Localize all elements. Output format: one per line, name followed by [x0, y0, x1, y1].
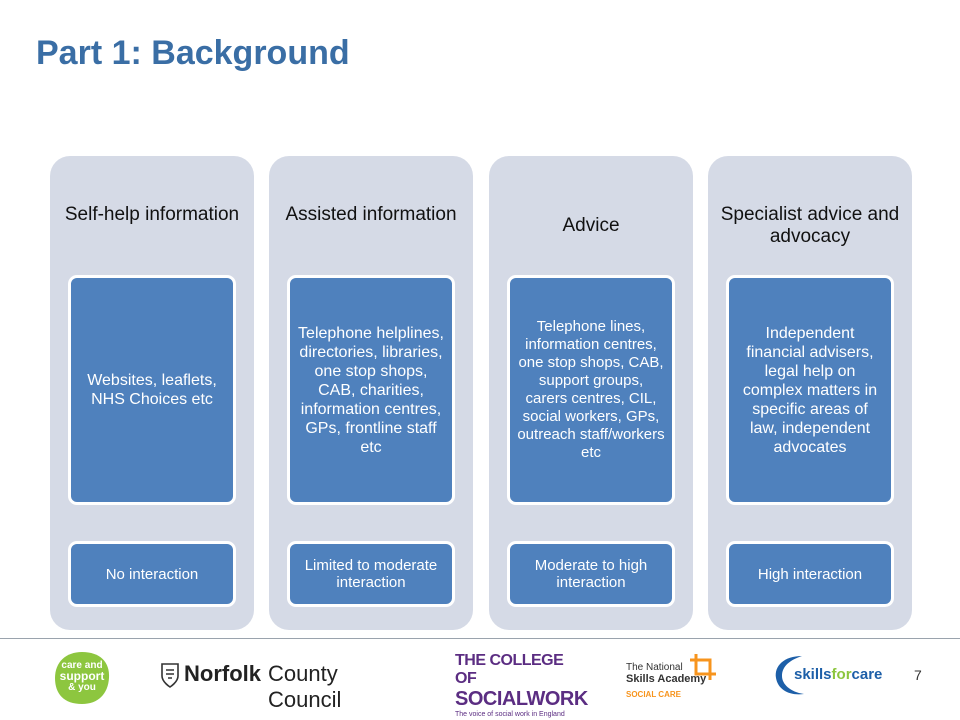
skills-for-care-logo: skillsforcare [772, 652, 882, 702]
skills-text: skills [794, 666, 832, 683]
college-of-social-work-logo: THE COLLEGE OF SOCIALWORK The voice of s… [455, 652, 588, 718]
column-specialist-advice: Specialist advice and advocacy Independe… [708, 156, 912, 630]
page-number: 7 [914, 667, 922, 683]
nsa-line3: SOCIAL CARE [626, 690, 681, 699]
county-council-text: County Council [268, 661, 342, 712]
column-advice: Advice Telephone lines, information cent… [489, 156, 693, 630]
green-blob-icon [55, 652, 110, 704]
detail-box: Telephone lines, information centres, on… [507, 275, 675, 505]
column-assisted-information: Assisted information Telephone helplines… [269, 156, 473, 630]
for-text: for [831, 666, 852, 683]
logo-text-you: & you [68, 682, 96, 693]
detail-box: Telephone helplines, directories, librar… [287, 275, 455, 505]
swoosh-icon [775, 656, 804, 695]
norfolk-county-council-logo: Norfolk County Council [160, 660, 400, 712]
column-heading: Self-help information [64, 204, 240, 225]
care-support-you-logo: care and support & you [52, 650, 112, 706]
care-text: care [851, 666, 883, 683]
nsa-line2: Skills Academy [626, 673, 707, 685]
college-line2: SOCIALWORK [455, 688, 588, 710]
footer-divider [0, 638, 960, 639]
nsa-line1: The National [626, 662, 683, 673]
norfolk-bold-text: Norfolk [184, 661, 261, 686]
logo-text-care: care and [61, 660, 103, 671]
logo-text-support: support [59, 669, 105, 683]
college-tagline: The voice of social work in England [455, 711, 565, 718]
column-heading: Assisted information [285, 204, 457, 225]
column-heading: Advice [562, 215, 620, 236]
interaction-box: Moderate to high interaction [507, 541, 675, 607]
column-self-help: Self-help information Websites, leaflets… [50, 156, 254, 630]
national-skills-academy-logo: The National Skills Academy SOCIAL CARE [626, 652, 726, 704]
detail-box: Websites, leaflets, NHS Choices etc [68, 275, 236, 505]
interaction-box: No interaction [68, 541, 236, 607]
crop-mark-icon [690, 654, 716, 680]
column-heading: Specialist advice and advocacy [720, 204, 900, 247]
page-title: Part 1: Background [36, 34, 350, 72]
interaction-box: Limited to moderate interaction [287, 541, 455, 607]
college-line1: THE COLLEGE OF [455, 652, 564, 687]
interaction-box: High interaction [726, 541, 894, 607]
crest-icon [161, 663, 179, 688]
detail-box: Independent financial advisers, legal he… [726, 275, 894, 505]
